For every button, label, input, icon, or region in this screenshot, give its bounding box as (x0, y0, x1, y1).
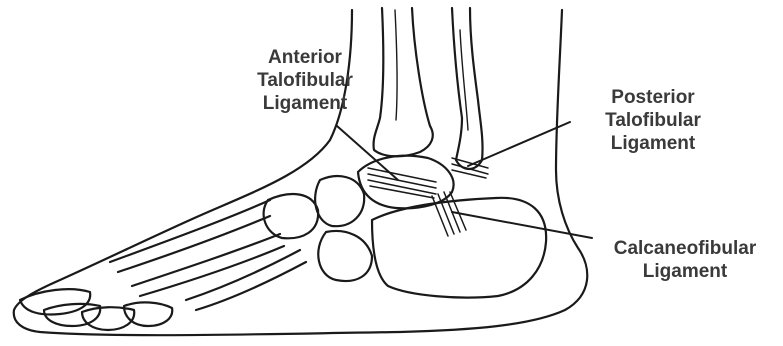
cuboid-bone (318, 231, 372, 281)
navicular-bone (315, 176, 364, 226)
tibia-inner-line (395, 10, 397, 120)
label-anterior-line2: Talofibular (215, 69, 395, 92)
fibula-bone (452, 8, 483, 169)
label-anterior-line1: Anterior (215, 46, 395, 69)
anterior-talofibular-ligament (368, 168, 436, 198)
label-posterior-line3: Ligament (563, 132, 743, 155)
leader-calcaneofibular (452, 212, 592, 238)
toe-3 (82, 307, 134, 330)
label-posterior-line2: Talofibular (563, 109, 743, 132)
metatarsal-2 (132, 234, 284, 296)
label-calcaneofibular-line1: Calcaneofibular (590, 237, 780, 260)
label-anterior-line3: Ligament (215, 92, 395, 115)
label-posterior-line1: Posterior (563, 86, 743, 109)
label-calcaneofibular-ligament: Calcaneofibular Ligament (590, 237, 780, 283)
toe-1 (20, 289, 90, 314)
label-anterior-talofibular-ligament: Anterior Talofibular Ligament (215, 46, 395, 115)
leader-anterior (337, 126, 398, 180)
label-calcaneofibular-line2: Ligament (590, 260, 780, 283)
label-posterior-talofibular-ligament: Posterior Talofibular Ligament (563, 86, 743, 155)
metatarsal-3 (186, 250, 306, 310)
cuneiform-bones (264, 194, 319, 238)
